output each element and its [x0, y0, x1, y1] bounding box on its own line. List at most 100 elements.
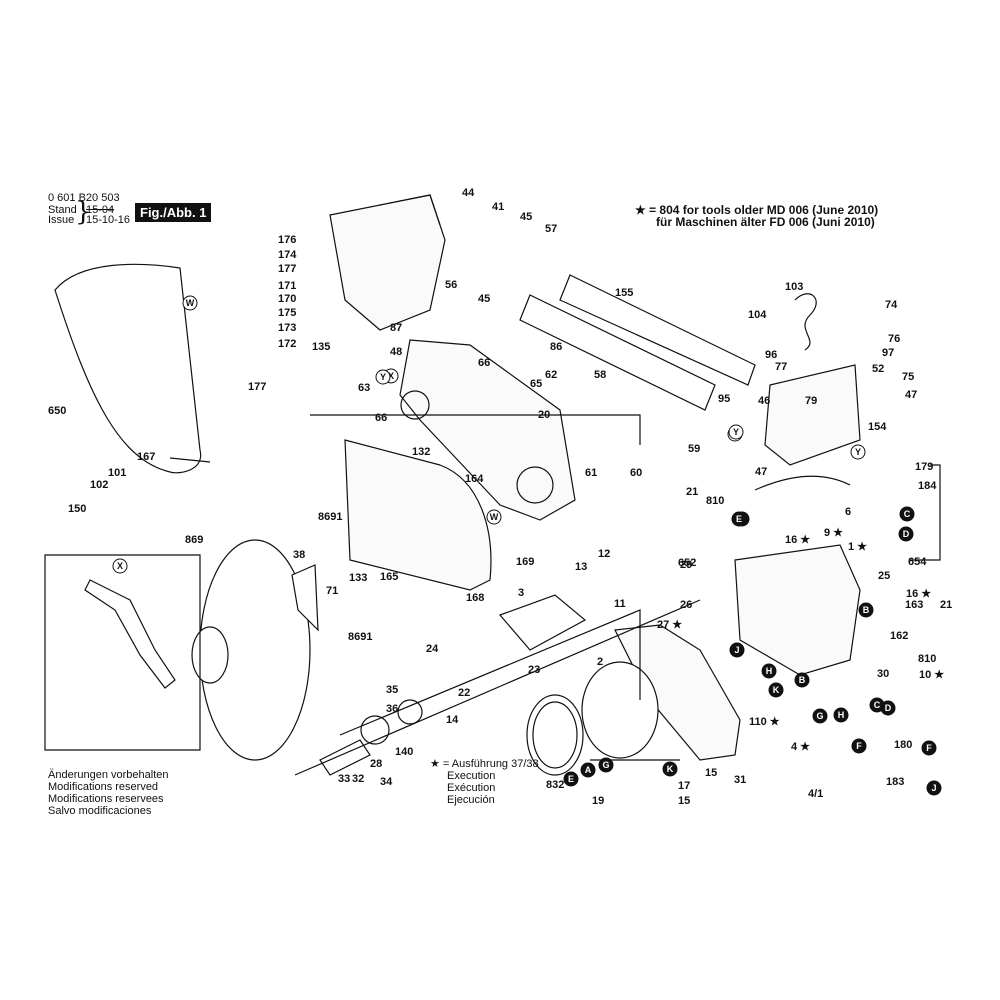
part-label: 32 — [352, 773, 364, 785]
part-label: 14 — [446, 714, 459, 726]
part-label: 56 — [445, 279, 457, 291]
part-label: 36 — [386, 703, 398, 715]
upper-housing — [329, 194, 446, 331]
issue-label: Issue — [48, 214, 75, 226]
callout-circle — [375, 369, 391, 385]
callout-letter: B — [863, 605, 870, 615]
part-label: 58 — [594, 369, 606, 381]
part-label: 654 — [908, 556, 927, 568]
base-block — [764, 364, 861, 466]
callout-letter: W — [490, 512, 499, 522]
part-label: 59 — [688, 443, 700, 455]
part-label: 26 — [680, 599, 692, 611]
part-label: 154 — [868, 421, 887, 433]
callout-letter: Y — [380, 372, 386, 382]
callout-letter: A — [585, 765, 592, 775]
part-label: 29 — [680, 559, 692, 571]
callout-letter: E — [568, 774, 574, 784]
part-label: 103 — [785, 281, 803, 293]
part-label: 86 — [550, 341, 562, 353]
part-label: 175 — [278, 307, 296, 319]
callout-circle — [486, 509, 502, 525]
part-label: 2 — [597, 656, 603, 668]
part-label: 66 — [478, 357, 490, 369]
part-label: 16 ★ — [906, 588, 931, 600]
part-label: 62 — [545, 369, 557, 381]
footer-line-3: Modifications reservees — [48, 793, 164, 805]
callout-letter: C — [874, 700, 881, 710]
part-label: 165 — [380, 571, 398, 583]
part-label: 180 — [894, 739, 912, 751]
callout-letter: W — [186, 298, 195, 308]
part-label: 177 — [248, 381, 266, 393]
connection-callouts: WWXXXYYYAABBCCDDEEFFGGHHJJKK — [112, 295, 942, 796]
motor-housing — [734, 544, 861, 676]
part-label: 45 — [478, 293, 490, 305]
armature — [498, 594, 587, 651]
callout-letter: F — [856, 741, 862, 751]
rail-58 — [519, 294, 716, 411]
part-label: 6 — [845, 506, 851, 518]
part-label: 71 — [326, 585, 338, 597]
part-label: 48 — [390, 346, 402, 358]
part-label: 12 — [598, 548, 610, 560]
part-label: 102 — [90, 479, 108, 491]
part-label: 140 — [395, 746, 413, 758]
star-note-de: für Maschinen älter FD 006 (Juni 2010) — [656, 215, 875, 229]
callout-circle — [598, 757, 614, 773]
part-label: 173 — [278, 322, 296, 334]
footer-line-4: Salvo modificaciones — [48, 805, 152, 817]
callout-circle — [926, 780, 942, 796]
part-label: 8691 — [318, 511, 342, 523]
part-label: 13 — [575, 561, 587, 573]
callout-letter: H — [766, 666, 773, 676]
arm-housing — [399, 339, 576, 521]
part-label: 28 — [370, 758, 382, 770]
stand-label: Stand — [48, 204, 77, 216]
part-label: 30 — [877, 668, 889, 680]
part-label: 27 ★ — [657, 619, 682, 631]
callout-letter: K — [773, 685, 780, 695]
footer-line-1: Änderungen vorbehalten — [48, 769, 169, 781]
field-coil — [581, 661, 659, 759]
part-label: 104 — [748, 309, 767, 321]
part-label: 63 — [358, 382, 370, 394]
callout-letter: G — [602, 760, 609, 770]
callout-circle — [899, 506, 915, 522]
part-label: 832 — [546, 779, 564, 791]
issue-value: 15-10-16 — [86, 214, 131, 226]
part-label: 25 — [878, 570, 890, 582]
callout-letter: C — [904, 509, 911, 519]
part-label: 24 — [426, 643, 439, 655]
variant-note-1: ★ = Ausführung 37/38 — [430, 758, 539, 770]
part-label: 22 — [458, 687, 470, 699]
callout-letter: G — [816, 711, 823, 721]
callout-letter: H — [838, 710, 845, 720]
callout-letter: E — [736, 514, 742, 524]
header-brace: } — [75, 197, 92, 227]
part-label: 61 — [585, 467, 597, 479]
callout-circle — [858, 602, 874, 618]
part-label: 21 — [686, 486, 698, 498]
part-label: 97 — [882, 347, 894, 359]
part-label: 9 ★ — [824, 527, 843, 539]
part-label: 650 — [48, 405, 66, 417]
part-label: 77 — [775, 361, 787, 373]
part-label: 177 — [278, 263, 296, 275]
callout-circle — [731, 511, 747, 527]
callout-circle — [898, 526, 914, 542]
part-label: 10 ★ — [919, 669, 944, 681]
part-label: 38 — [293, 549, 305, 561]
dust-bag — [54, 263, 202, 474]
part-label: 11 — [614, 598, 626, 610]
part-label: 163 — [905, 599, 923, 611]
part-label: 4 ★ — [791, 741, 810, 753]
callout-letter: B — [799, 675, 806, 685]
part-label: 57 — [545, 223, 557, 235]
part-label: 167 — [137, 451, 155, 463]
part-label: 4/1 — [808, 788, 823, 800]
variant-note-3: Exécution — [447, 782, 496, 794]
callout-letter: D — [885, 703, 892, 713]
